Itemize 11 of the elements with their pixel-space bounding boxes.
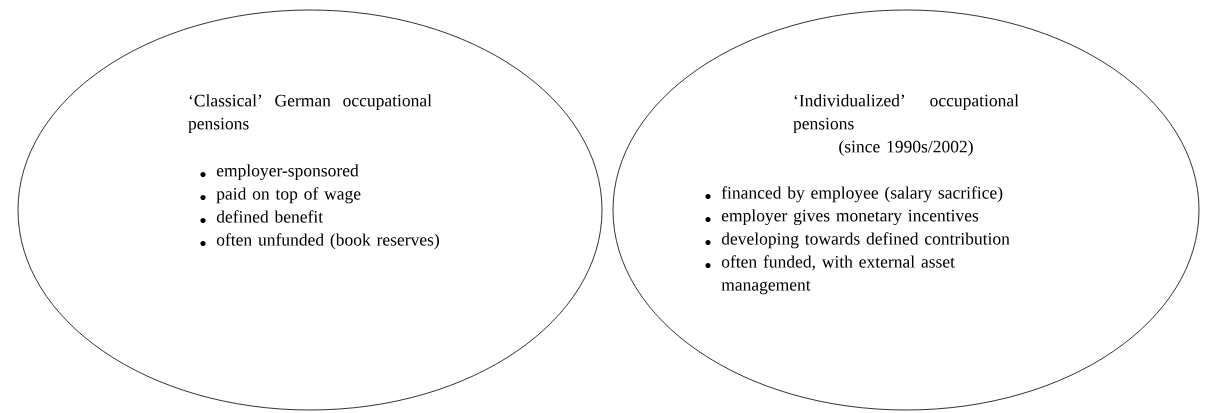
bullet-item: developing towards defined contribution	[721, 232, 1010, 249]
subheading: (since 1990s/2002)	[839, 140, 973, 157]
heading: ‘Classical’ German occupational pensions	[188, 94, 432, 134]
bullet-item: paid on top of wage	[216, 187, 361, 204]
heading: ‘Individualized’ occupational pensions	[793, 94, 1019, 134]
bullet-item: employer-sponsored	[216, 164, 359, 181]
bullet-item: often unfunded (book reserves)	[216, 233, 439, 250]
bullet-item: employer gives monetary incentives	[721, 209, 979, 226]
bullet-item: often funded, with external asset management	[721, 255, 955, 295]
bullet-item: financed by employee (salary sacrifice)	[721, 186, 1003, 203]
bullet-item: defined benefit	[216, 210, 323, 223]
